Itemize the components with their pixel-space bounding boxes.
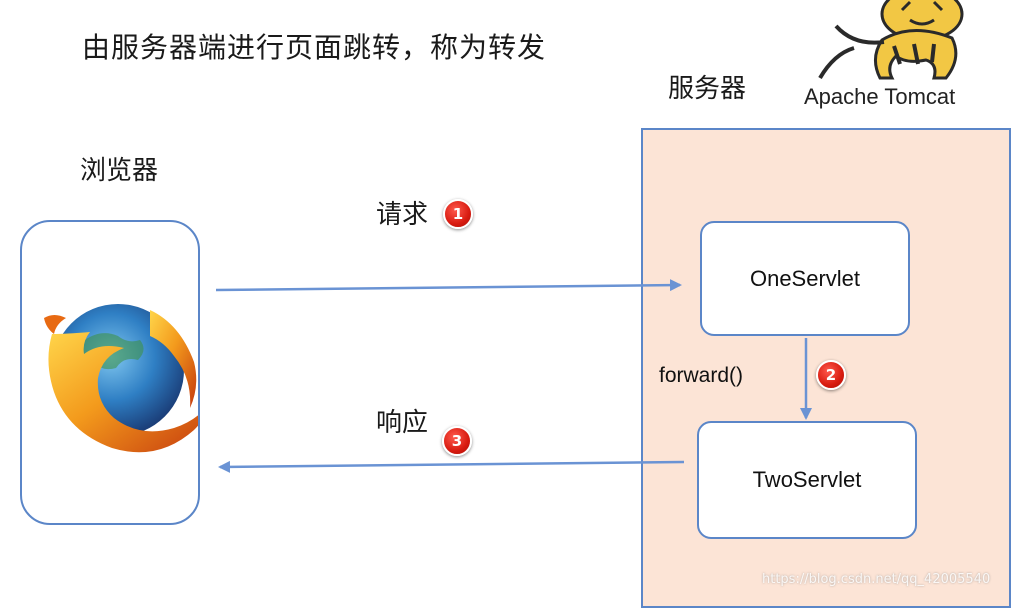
firefox-logo-icon — [44, 304, 198, 453]
browser-label: 浏览器 — [80, 156, 159, 186]
step-1-badge: 1 — [443, 199, 473, 229]
step-2-badge: 2 — [816, 360, 846, 390]
step-3-badge: 3 — [442, 426, 472, 456]
watermark: https://blog.csdn.net/qq_42005540 — [762, 572, 991, 587]
one-servlet-box: OneServlet — [700, 221, 910, 336]
request-arrow — [215, 279, 682, 292]
two-servlet-label: TwoServlet — [752, 467, 862, 492]
tomcat-cat-icon — [818, 0, 964, 80]
one-servlet-label: OneServlet — [749, 265, 861, 291]
response-arrow — [218, 460, 685, 473]
tomcat-logo-text: Apache Tomcat — [804, 84, 956, 109]
server-label: 服务器 — [668, 74, 747, 104]
page-title: 由服务器端进行页面跳转，称为转发 — [82, 31, 547, 64]
forward-label: forward() — [659, 364, 744, 387]
response-label: 响应 — [376, 408, 429, 438]
browser-box — [20, 220, 200, 525]
request-label: 请求 — [376, 200, 429, 230]
two-servlet-box: TwoServlet — [697, 421, 917, 539]
